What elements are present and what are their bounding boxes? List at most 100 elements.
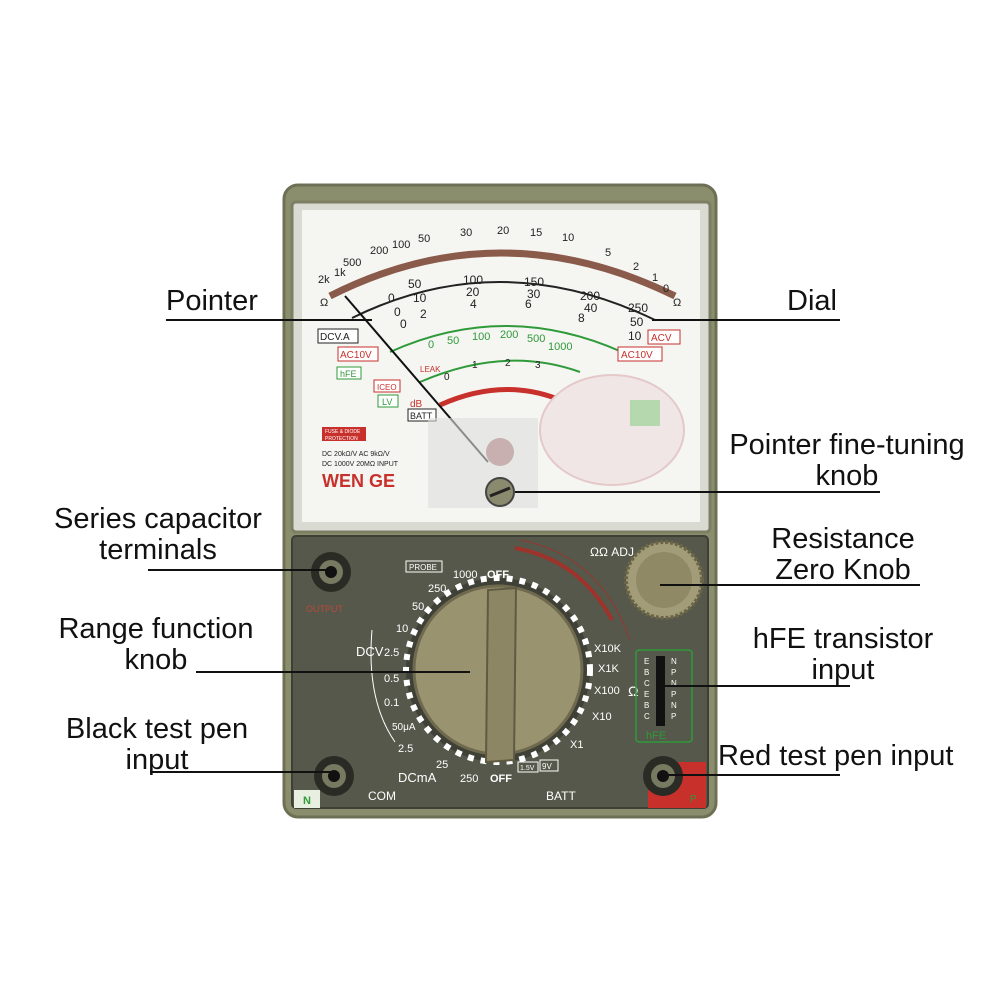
n-mark-bg	[294, 790, 320, 808]
black-test-pen-jack[interactable]	[314, 756, 354, 796]
spec-line1: DC 20kΩ/V AC 9kΩ/V	[322, 451, 390, 458]
ac-100: 100	[472, 331, 490, 343]
svg-text:E: E	[644, 657, 649, 666]
volt-3-4: 4	[470, 297, 477, 311]
iceo-tag: ICEO	[377, 383, 397, 392]
label-dial: Dial	[787, 285, 837, 317]
ac-1000: 1000	[548, 341, 572, 353]
ohm-x10: X10	[592, 711, 612, 723]
ohm-range-arc-outer	[519, 539, 631, 641]
label-pointer: Pointer	[166, 285, 258, 317]
volt-2-30: 30	[527, 287, 541, 301]
volt-scale-arc	[351, 281, 656, 321]
ac-200: 200	[500, 329, 518, 341]
ohm-scale-arc	[328, 249, 677, 300]
hfe-socket-frame	[635, 649, 693, 743]
ac-50: 50	[447, 335, 459, 347]
ohm-x1k: X1K	[598, 663, 619, 675]
lv-scale-arc	[419, 359, 581, 383]
ohm-tick-1: 1	[652, 272, 658, 284]
dial-info: FUSE & DIODE PROTECTION DC 20kΩ/V AC 9kΩ…	[322, 427, 399, 491]
pivot-hub	[486, 438, 514, 466]
ohm-scale-numbers: 2k 1k 500 200 100 50 30 20 15 10 5 2 1 0…	[318, 225, 681, 309]
svg-text:N: N	[671, 679, 677, 688]
dcma-50ua: 50μA	[392, 722, 416, 733]
n-mark: N	[303, 795, 311, 807]
svg-text:P: P	[671, 690, 676, 699]
ac10v-tag-left: AC10V	[340, 350, 372, 361]
svg-text:C: C	[644, 679, 650, 688]
ohm-tick-200: 200	[370, 245, 388, 257]
volt-1-250: 250	[628, 301, 648, 315]
dcv-0.5: 0.5	[384, 673, 399, 685]
ohm-tick-0: 0	[663, 283, 669, 295]
volt-3-2: 2	[420, 307, 427, 321]
ac10v-tag-right: AC10V	[621, 350, 653, 361]
volt-3-6: 6	[525, 297, 532, 311]
lv-scale-numbers: 0 1 2 3	[444, 358, 541, 383]
svg-text:N: N	[671, 657, 677, 666]
db-scale-arc	[438, 386, 556, 408]
label-fine-tune: Pointer fine-tuning knob	[729, 429, 965, 492]
svg-text:N: N	[671, 701, 677, 710]
ohm-tick-2k: 2k	[318, 274, 330, 286]
com-label: COM	[368, 789, 396, 803]
acv-tag: ACV	[651, 333, 672, 344]
label-range-knob: Range function knob	[58, 613, 254, 676]
ohm-tick-2: 2	[633, 261, 639, 273]
dcv-50: 50	[412, 601, 424, 613]
lv-0: 0	[444, 372, 450, 383]
volt-2-10: 10	[413, 291, 427, 305]
batt-label: BATT	[546, 789, 576, 803]
hfe-pins-right: N P N P N P	[671, 657, 677, 721]
lv-3: 3	[535, 360, 541, 371]
ohm-tick-1k: 1k	[334, 267, 346, 279]
dcv-0.1: 0.1	[384, 697, 399, 709]
off-bottom: OFF	[490, 773, 512, 785]
lv-2: 2	[505, 358, 511, 369]
ohm-tick-30: 30	[460, 227, 472, 239]
batt-tag: BATT	[410, 411, 433, 421]
ohm-symbol-right: Ω	[673, 297, 681, 309]
ohm-tick-50: 50	[418, 233, 430, 245]
batt-9v: 9V	[542, 762, 552, 771]
ohm-x1: X1	[570, 739, 583, 751]
ac-500: 500	[527, 333, 545, 345]
svg-text:E: E	[644, 690, 649, 699]
ohm-tick-500: 500	[343, 257, 361, 269]
series-capacitor-jack[interactable]	[311, 552, 351, 592]
volt-2-50: 50	[630, 315, 644, 329]
volt-3-10: 10	[628, 329, 642, 343]
ohm-tick-15: 15	[530, 227, 542, 239]
volt-3-0: 0	[400, 317, 407, 331]
batt-1.5v: 1.5V	[520, 765, 535, 772]
label-black-pen: Black test pen input	[65, 713, 249, 776]
volt-2-0: 0	[394, 305, 401, 319]
dcma-2.5: 2.5	[398, 743, 413, 755]
volt-1-200: 200	[580, 289, 600, 303]
badge-line2: PROTECTION	[325, 436, 358, 442]
volt-1-0: 0	[388, 291, 395, 305]
volt-scales: 0 50 100 150 200 250 0 10 20 30 40 50 0 …	[388, 273, 648, 343]
dcv-label: DCV	[356, 644, 384, 659]
dcv-range-arc	[370, 629, 396, 743]
hfe-panel-label: hFE	[646, 730, 666, 742]
svg-text:B: B	[644, 701, 649, 710]
label-hfe: hFE transistor input	[752, 623, 934, 686]
dcv-2.5: 2.5	[384, 647, 399, 659]
hfe-transistor-socket[interactable]	[656, 656, 665, 726]
ohm-x10k: X10K	[594, 643, 622, 655]
svg-text:B: B	[644, 668, 649, 677]
badge-line1: FUSE & DIODE	[325, 429, 361, 435]
fine-tuning-slot	[489, 486, 511, 498]
volt-3-8: 8	[578, 311, 585, 325]
volt-1-50: 50	[408, 277, 422, 291]
hfe-pins-left: E B C E B C	[644, 657, 650, 721]
ohm-tick-100: 100	[392, 239, 410, 251]
svg-text:P: P	[671, 668, 676, 677]
p-mark: P	[690, 794, 697, 805]
dcv-1000: 1000	[453, 569, 477, 581]
ohm-range-arc	[514, 546, 614, 621]
volt-2-20: 20	[466, 285, 480, 299]
